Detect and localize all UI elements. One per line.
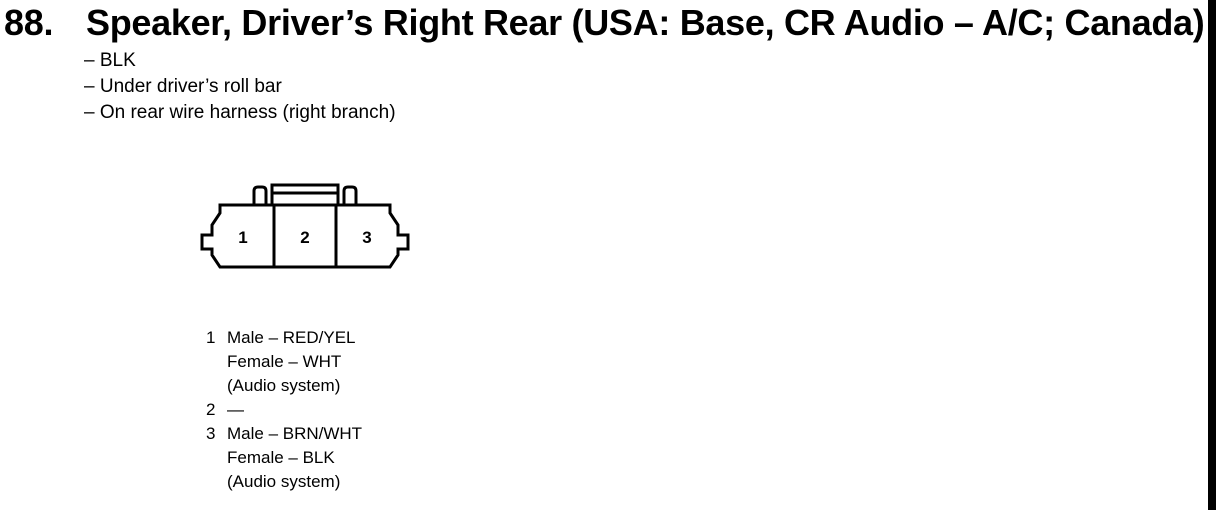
connector-color: – BLK [84, 50, 136, 71]
pin-empty: — [227, 400, 244, 419]
pin-entry-1: 1 Male – RED/YEL Female – WHT (Audio sys… [206, 326, 362, 398]
connector-location: – Under driver’s roll bar [84, 76, 282, 97]
cavity-3-label: 3 [362, 228, 371, 247]
component-details: – BLK – Under driver’s roll bar – On rea… [84, 48, 396, 126]
pin-number: 1 [206, 328, 216, 347]
pin-circuit: (Audio system) [227, 472, 341, 491]
pin-number: 3 [206, 424, 216, 443]
connector-diagram: 1 2 3 [200, 183, 410, 269]
pin-male-wire: Male – BRN/WHT [227, 424, 363, 443]
page-edge-rule [1208, 0, 1216, 510]
pin-female-wire: Female – BLK [227, 448, 335, 467]
pinout-list: 1 Male – RED/YEL Female – WHT (Audio sys… [206, 326, 362, 494]
cavity-2-label: 2 [300, 228, 309, 247]
page-title: 88. Speaker, Driver’s Right Rear (USA: Ba… [4, 0, 1205, 48]
pin-number: 2 [206, 400, 216, 419]
pin-entry-2: 2 — [206, 398, 362, 422]
component-number: 88. [4, 2, 54, 43]
pin-male-wire: Male – RED/YEL [227, 328, 356, 347]
cavity-1-label: 1 [238, 228, 247, 247]
harness-location: – On rear wire harness (right branch) [84, 102, 396, 123]
component-title: Speaker, Driver’s Right Rear (USA: Base,… [86, 2, 1205, 43]
pin-circuit: (Audio system) [227, 376, 341, 395]
pin-entry-3: 3 Male – BRN/WHT Female – BLK (Audio sys… [206, 422, 362, 494]
pin-female-wire: Female – WHT [227, 352, 342, 371]
